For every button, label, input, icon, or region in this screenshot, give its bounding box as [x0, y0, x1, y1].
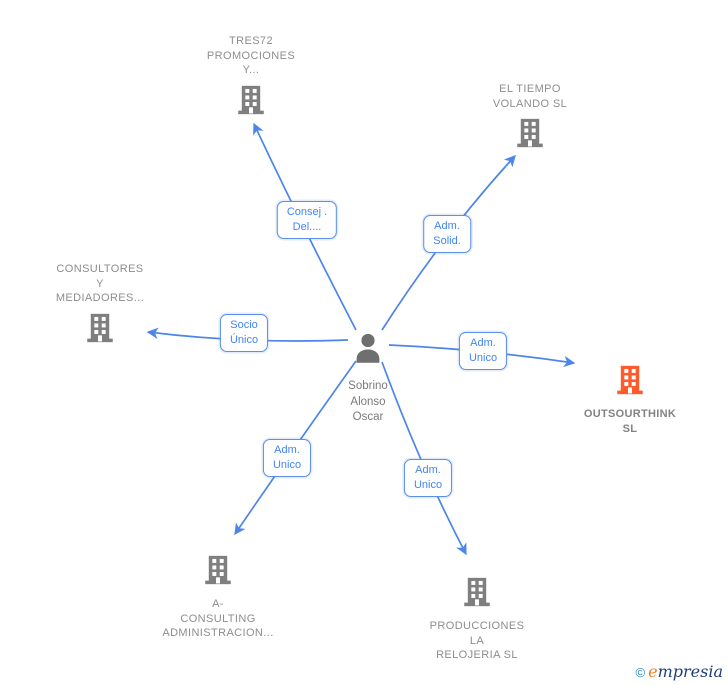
company-label: CONSULTORES Y MEDIADORES... [55, 263, 145, 304]
company-node-el-tiempo[interactable]: EL TIEMPO VOLANDO SL [450, 82, 610, 160]
company-node-tres72[interactable]: TRES72 PROMOCIONES Y... [171, 34, 331, 127]
empresia-logo[interactable]: © empresia [635, 662, 723, 681]
company-label: PRODUCCIONES LA RELOJERIA SL [429, 620, 525, 661]
company-label: A- CONSULTING ADMINISTRACION... [162, 598, 274, 639]
copyright-icon: © [635, 665, 646, 680]
building-icon [513, 116, 547, 155]
edge-label-adm-unico-right: Adm. Unico [458, 332, 508, 370]
building-icon [234, 83, 268, 122]
person-icon [350, 331, 386, 372]
building-icon [613, 363, 647, 402]
building-icon [201, 553, 235, 592]
edge-label-adm-unico-bottom-right: Adm. Unico [403, 459, 453, 497]
company-node-producciones[interactable]: PRODUCCIONES LA RELOJERIA SL [397, 570, 557, 663]
company-label: OUTSOURTHINK SL [583, 408, 677, 435]
company-node-consultores[interactable]: CONSULTORES Y MEDIADORES... [20, 262, 180, 355]
company-node-outsourthink[interactable]: OUTSOURTHINK SL [550, 358, 710, 436]
edge-label-adm-solid: Adm. Solid. [423, 215, 471, 253]
brand-name: empresia [648, 662, 723, 681]
company-node-a-consulting[interactable]: A- CONSULTING ADMINISTRACION... [138, 548, 298, 641]
person-node-sobrino-alonso-oscar[interactable]: Sobrino Alonso Oscar [288, 326, 448, 426]
company-label: TRES72 PROMOCIONES Y... [206, 35, 296, 76]
edge-label-adm-unico-bottom-left: Adm. Unico [262, 439, 312, 477]
company-label: EL TIEMPO VOLANDO SL [492, 83, 568, 110]
building-icon [83, 311, 117, 350]
edge-label-socio-unico: Socio Único [219, 314, 269, 352]
person-label: Sobrino Alonso Oscar [348, 380, 388, 423]
building-icon [460, 575, 494, 614]
edge-label-consej-del: Consej . Del.... [276, 201, 338, 239]
